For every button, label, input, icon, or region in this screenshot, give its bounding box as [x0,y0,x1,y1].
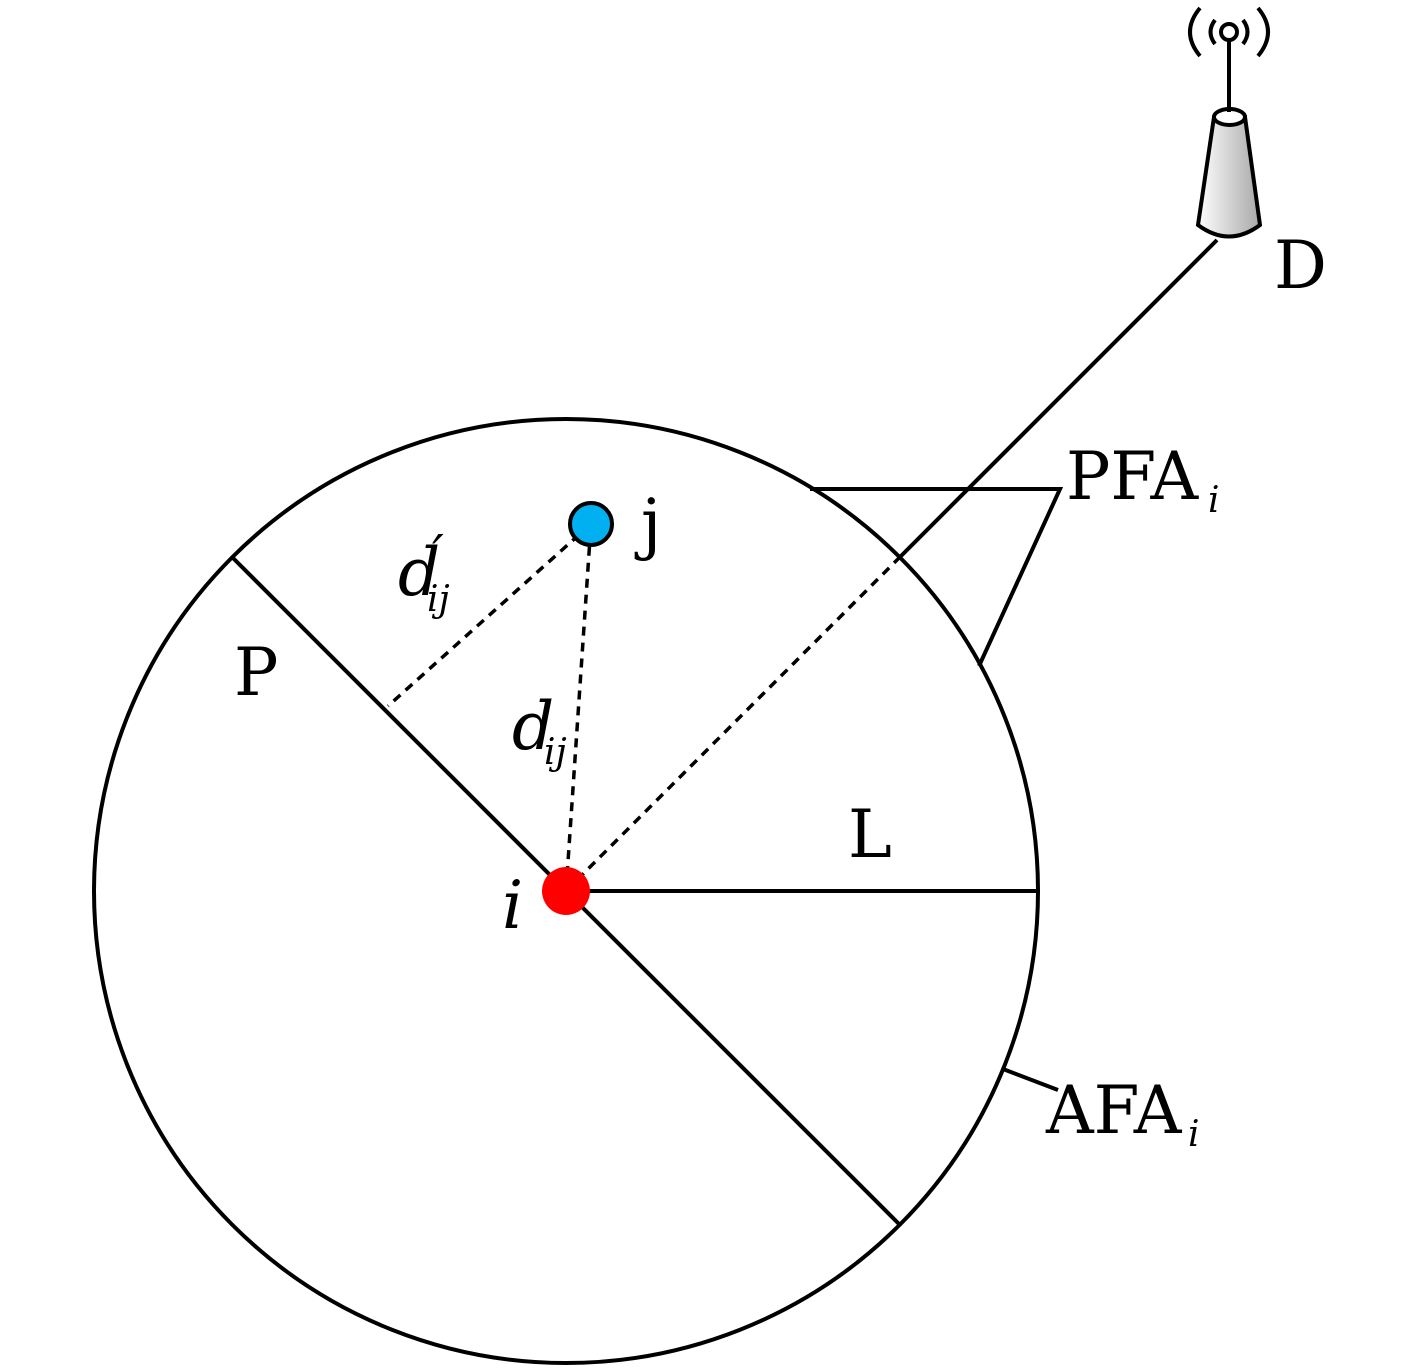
label-distance-d-prime-mark: ′ [432,525,444,585]
label-afa-subscript: i [1188,1114,1200,1155]
label-pfa: PFA [1066,438,1199,515]
label-node-i: i [502,867,523,944]
label-afa: AFA [1045,1072,1183,1149]
dashed-link-to-base-station [564,556,901,893]
radio-waves-icon [1188,6,1270,58]
distance-dij-line [564,523,593,892]
label-node-j: j [634,485,661,562]
link-to-base-station [897,238,1219,560]
label-distance-d-prime: d [398,534,440,611]
label-pfa-subscript: i [1208,480,1220,521]
afa-callout [1002,1067,1059,1092]
label-distance-d-subscript: ij [544,732,567,773]
label-radius-l: L [848,796,892,873]
distance-dij-prime-line [386,522,593,708]
label-distance-d-prime-subscript: ij [427,579,450,620]
label-region-p: P [234,634,278,711]
label-distance-d: d [512,688,554,765]
pfa-callout [810,487,1064,667]
node-j [568,501,614,547]
label-base-station: D [1274,227,1327,304]
antenna-tower-icon [1195,40,1263,239]
node-i [542,867,590,915]
